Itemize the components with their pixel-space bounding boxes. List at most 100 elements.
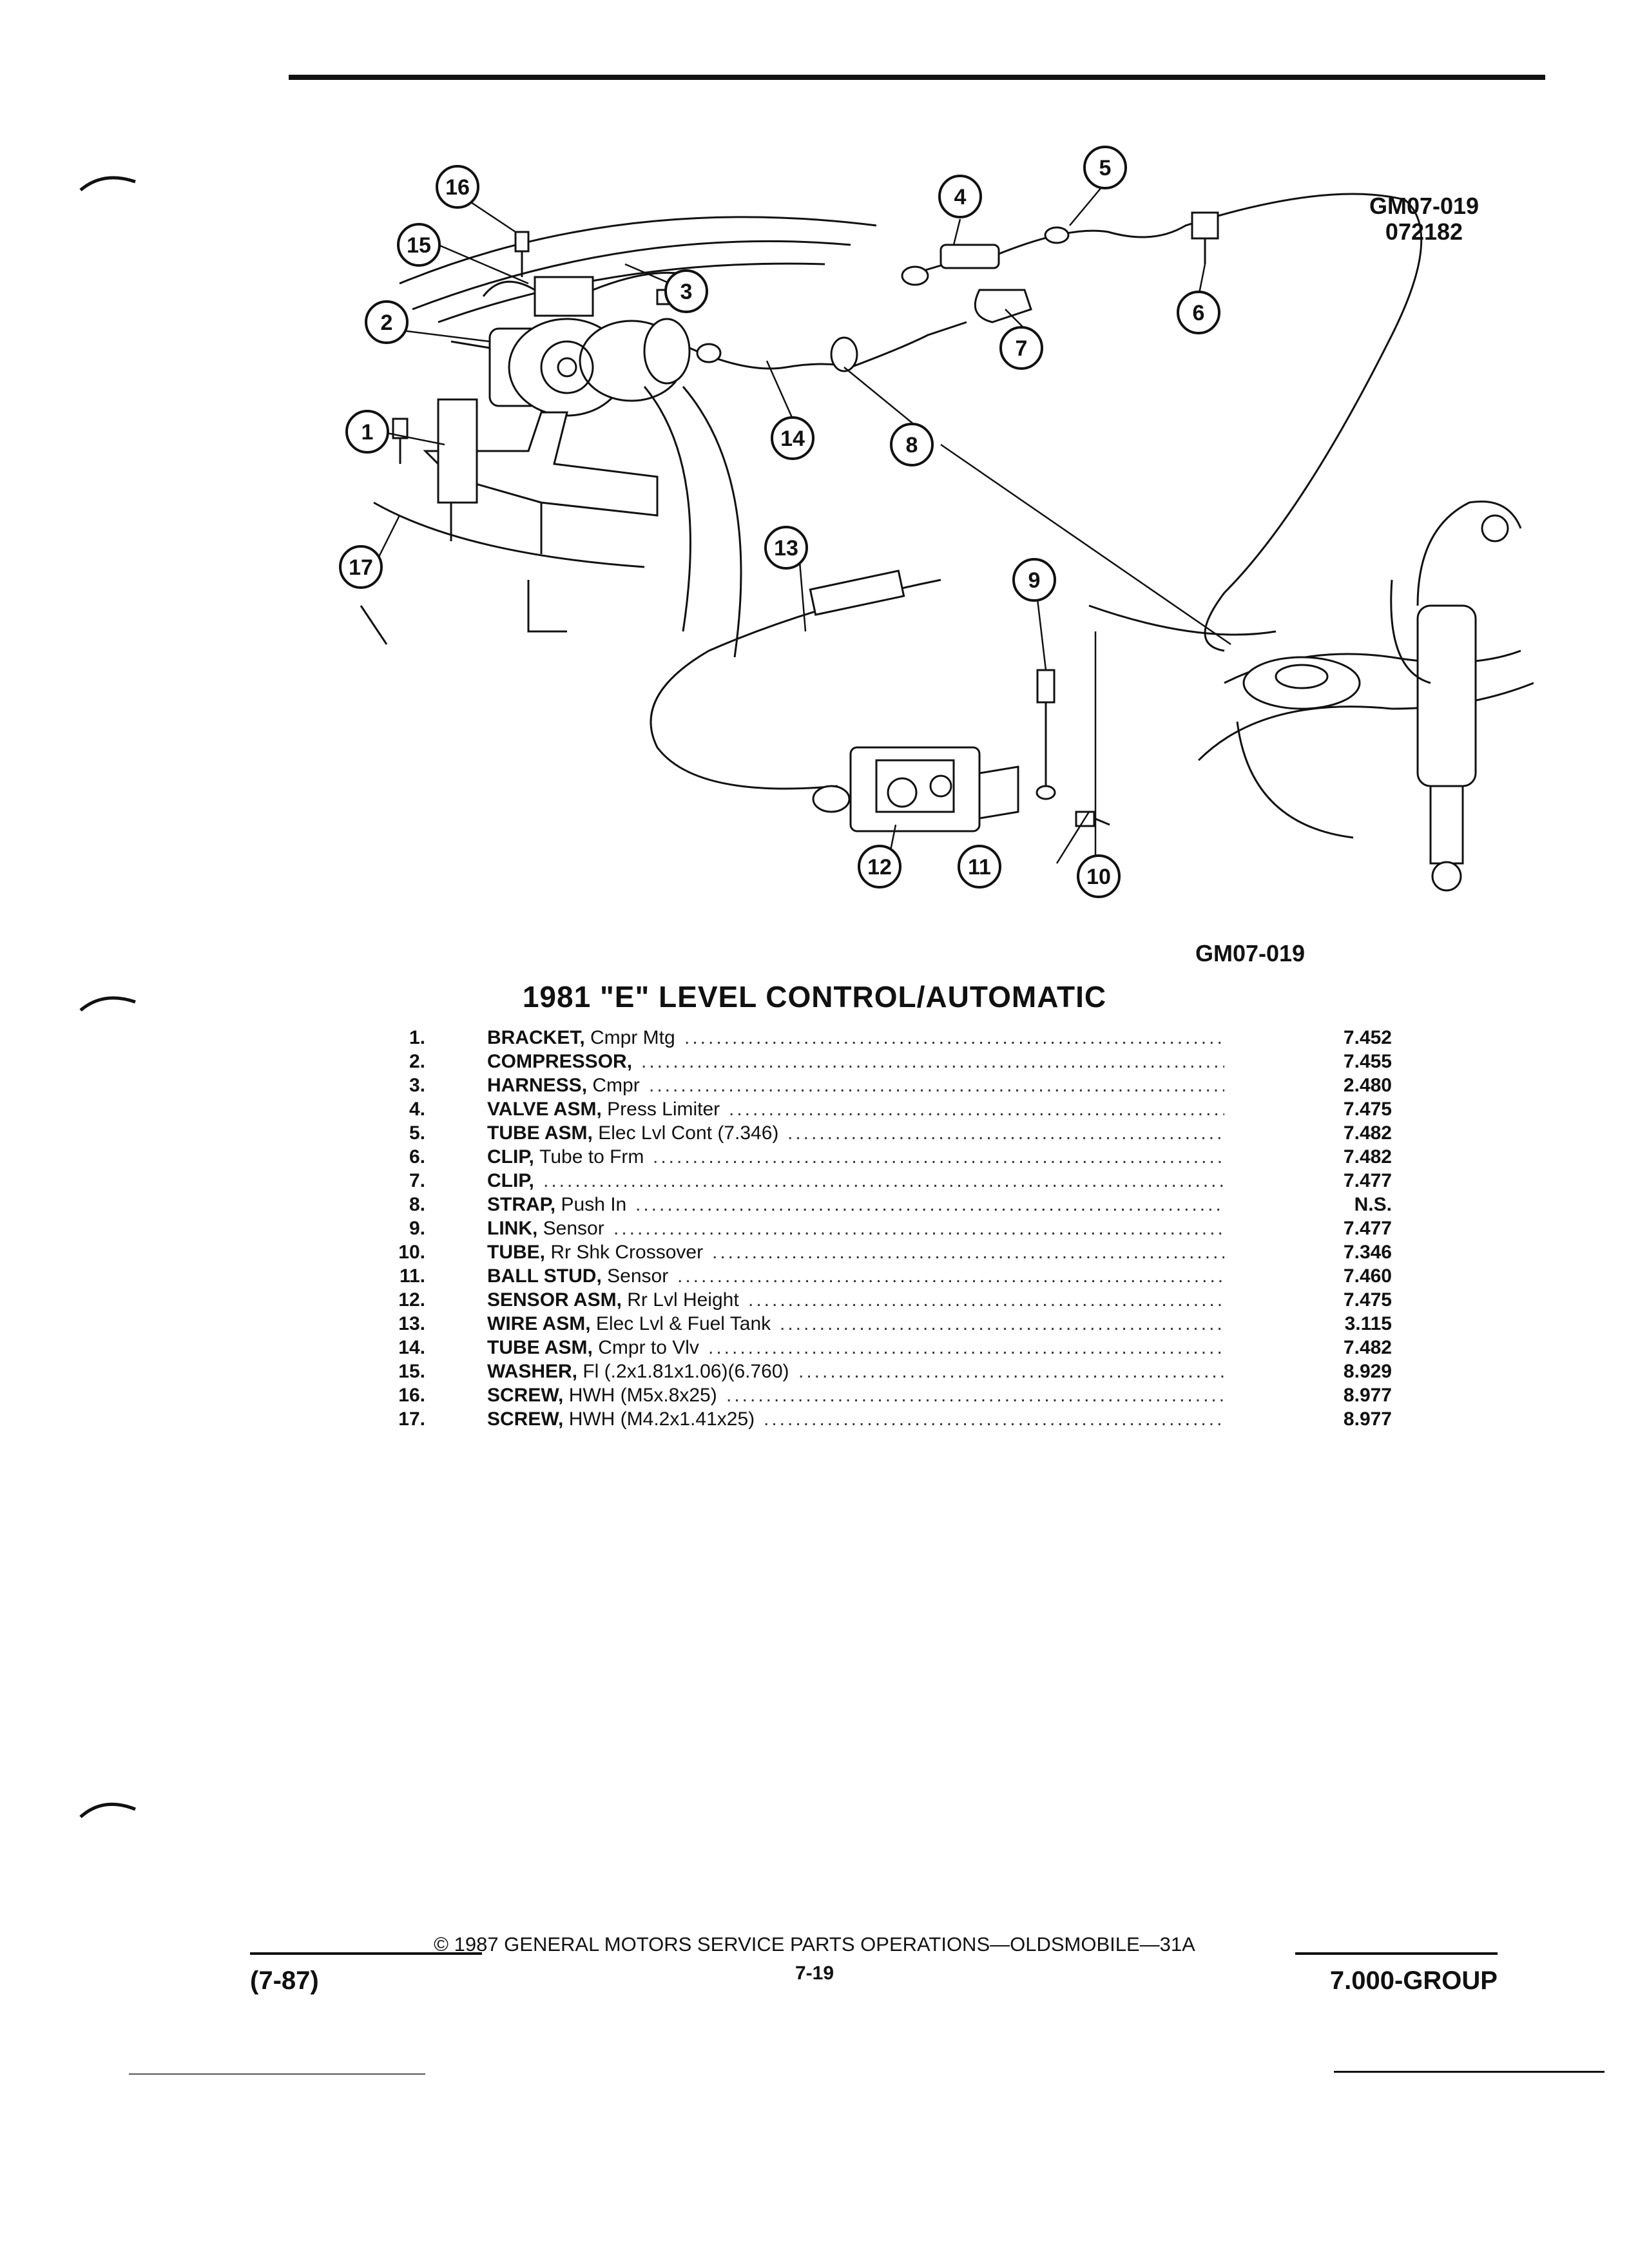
part-name: SCREW, HWH (M5x.8x25) [487, 1383, 717, 1407]
group-ref: N.S. [1354, 1194, 1392, 1215]
part-name: STRAP, Push In [487, 1193, 626, 1216]
callout-7: 7 [1016, 336, 1028, 361]
part-title: SCREW, [487, 1385, 564, 1406]
part-number: 12. [398, 1289, 425, 1311]
callout-16: 16 [445, 175, 470, 200]
list-item: 9. LINK, Sensor..........................… [361, 1216, 1392, 1240]
list-item: 15. WASHER, Fl (.2x1.81x1.06)(6.760).....… [361, 1360, 1392, 1383]
part-title: CLIP, [487, 1146, 534, 1168]
dot-leader: ........................................… [677, 1265, 1224, 1287]
part-description: Sensor [607, 1265, 669, 1287]
part-title: VALVE ASM, [487, 1099, 602, 1120]
group-ref: 8.929 [1343, 1361, 1392, 1382]
dot-leader: ........................................… [635, 1194, 1224, 1215]
part-title: TUBE ASM, [487, 1337, 593, 1358]
figure-date-code: 072182 [1385, 218, 1463, 245]
figure-code-bottom: GM07-019 [1195, 940, 1306, 966]
callout-14: 14 [780, 427, 805, 451]
callout-2: 2 [381, 311, 393, 335]
part-number: 9. [409, 1218, 425, 1239]
part-description: Cmpr Mtg [590, 1027, 675, 1048]
part-number: 4. [409, 1099, 425, 1120]
dot-leader: ........................................… [712, 1242, 1224, 1263]
part-number: 14. [398, 1337, 425, 1358]
part-description: HWH (M4.2x1.41x25) [568, 1408, 755, 1430]
part-description: Press Limiter [607, 1099, 720, 1120]
list-item: 17.SCREW, HWH (M4.2x1.41x25)............… [361, 1407, 1392, 1431]
callout-5: 5 [1099, 156, 1112, 180]
part-title: WASHER, [487, 1361, 578, 1382]
list-item: 12.SENSOR ASM, Rr Lvl Height............… [361, 1288, 1392, 1312]
footer-copyright: © 1987 GENERAL MOTORS SERVICE PARTS OPER… [434, 1933, 1195, 1956]
part-number: 3. [409, 1075, 425, 1096]
group-ref: 7.475 [1343, 1099, 1392, 1120]
part-name: BALL STUD, Sensor [487, 1264, 668, 1288]
footer-rule-left [250, 1952, 482, 1955]
list-item: 11. BALL STUD, Sensor....................… [361, 1264, 1392, 1288]
part-number: 17. [398, 1408, 425, 1430]
part-title: BALL STUD, [487, 1265, 602, 1287]
callout-8: 8 [906, 433, 918, 457]
list-item: 10. TUBE, Rr Shk Crossover...............… [361, 1240, 1392, 1264]
group-ref: 8.977 [1343, 1385, 1392, 1406]
callout-10: 10 [1086, 865, 1111, 889]
page-number: 7-19 [795, 1963, 834, 1984]
list-item: 7.CLIP, ................................… [361, 1169, 1392, 1193]
part-title: TUBE ASM, [487, 1122, 593, 1144]
footer-date: (7-87) [250, 1966, 319, 1995]
list-item: 2.COMPRESSOR, ..........................… [361, 1050, 1392, 1073]
group-ref: 8.977 [1343, 1408, 1392, 1430]
part-name: WIRE ASM, Elec Lvl & Fuel Tank [487, 1312, 771, 1336]
part-description: Elec Lvl & Fuel Tank [595, 1313, 771, 1334]
group-ref: 3.115 [1344, 1313, 1392, 1334]
callout-15: 15 [407, 233, 431, 258]
dot-leader: ........................................… [764, 1408, 1224, 1430]
group-ref: 7.475 [1343, 1289, 1392, 1311]
part-description: Cmpr to Vlv [598, 1337, 699, 1358]
part-description: Cmpr [592, 1075, 640, 1096]
dot-leader: ........................................… [726, 1385, 1224, 1406]
part-name: COMPRESSOR, [487, 1050, 632, 1073]
list-item: 8.STRAP, Push In........................… [361, 1193, 1392, 1216]
dot-leader: ........................................… [613, 1218, 1224, 1239]
group-ref: 7.452 [1343, 1027, 1392, 1048]
group-ref: 2.480 [1343, 1075, 1392, 1096]
part-number: 2. [409, 1051, 425, 1072]
part-description: Tube to Frm [539, 1146, 644, 1168]
dot-leader: ........................................… [653, 1146, 1224, 1168]
dot-leader: ........................................… [798, 1361, 1224, 1382]
part-title: WIRE ASM, [487, 1313, 591, 1334]
part-number: 15. [398, 1361, 425, 1382]
callout-4: 4 [954, 185, 967, 209]
part-description: HWH (M5x.8x25) [568, 1385, 717, 1406]
top-rule [289, 75, 1545, 80]
list-item: 14. TUBE ASM, Cmpr to Vlv................… [361, 1336, 1392, 1360]
part-number: 11. [399, 1265, 425, 1287]
list-item: 16. SCREW, HWH (M5x.8x25)................… [361, 1383, 1392, 1407]
list-item: 6. CLIP, Tube to Frm.....................… [361, 1145, 1392, 1169]
part-title: SENSOR ASM, [487, 1289, 622, 1311]
part-number: 10. [398, 1242, 425, 1263]
callout-1: 1 [361, 420, 374, 445]
part-title: HARNESS, [487, 1075, 588, 1096]
part-name: WASHER, Fl (.2x1.81x1.06)(6.760) [487, 1360, 789, 1383]
part-name: CLIP, Tube to Frm [487, 1145, 644, 1169]
callout-17: 17 [349, 555, 373, 580]
part-number: 13. [398, 1313, 425, 1334]
part-name: VALVE ASM, Press Limiter [487, 1097, 720, 1121]
part-name: LINK, Sensor [487, 1216, 604, 1240]
part-title: TUBE, [487, 1242, 545, 1263]
list-item: 1.BRACKET, Cmpr Mtg.....................… [361, 1026, 1392, 1050]
part-number: 16. [398, 1385, 425, 1406]
dot-leader: ........................................… [684, 1027, 1224, 1048]
part-description: Rr Shk Crossover [550, 1242, 704, 1263]
part-number: 7. [409, 1170, 425, 1191]
dot-leader: ........................................… [543, 1170, 1224, 1191]
part-title: STRAP, [487, 1194, 556, 1215]
part-number: 6. [409, 1146, 425, 1168]
bottom-rule [129, 2073, 425, 2075]
margin-mark [79, 176, 136, 191]
list-item: 13.WIRE ASM, Elec Lvl & Fuel Tank.......… [361, 1312, 1392, 1336]
dot-leader: ........................................… [708, 1337, 1224, 1358]
callout-6: 6 [1193, 301, 1205, 325]
